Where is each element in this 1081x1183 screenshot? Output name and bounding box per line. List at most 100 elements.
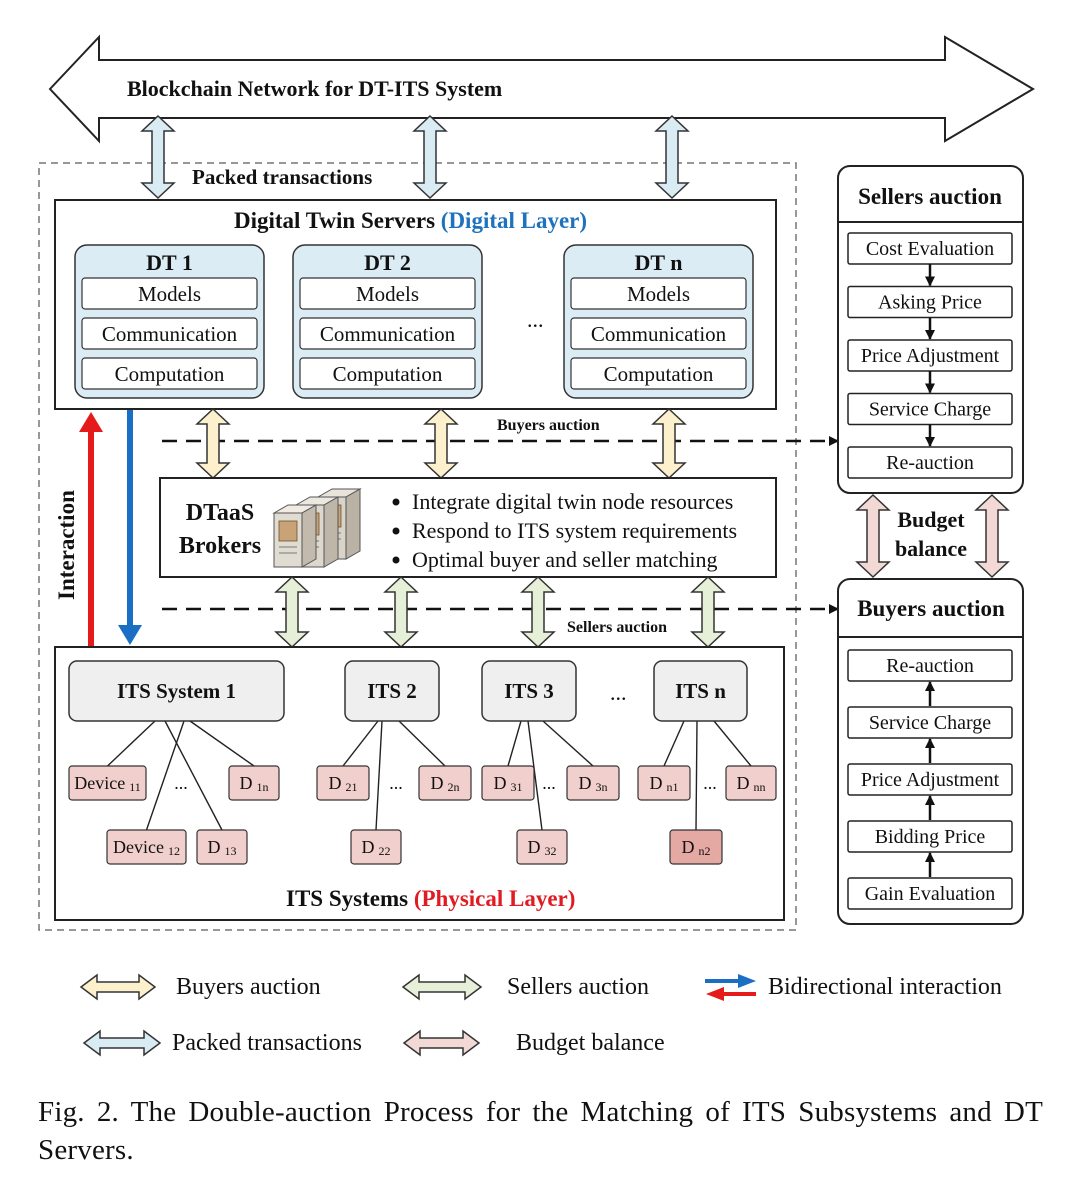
its-system-name: ITS 3: [504, 679, 554, 703]
buyers-panel-title: Buyers auction: [857, 596, 1005, 621]
its-device-link: [164, 720, 223, 831]
legend-packed-label: Packed transactions: [172, 1030, 362, 1056]
interaction-arrows: [79, 410, 142, 646]
digital-layer-label: (Digital Layer): [441, 208, 587, 233]
interaction-label: Interaction: [54, 490, 79, 600]
server-rack-icon: [272, 488, 362, 568]
legend-blue-arrowhead: [738, 974, 756, 988]
budget-balance-arrow: [855, 493, 891, 579]
its-device-link: [507, 720, 522, 767]
sellers-flow-label: Sellers auction: [567, 619, 667, 636]
sellers-auction-arrow: [383, 575, 419, 649]
dt-component-label: Models: [356, 282, 419, 306]
sellers-panel-title: Sellers auction: [858, 184, 1002, 209]
packed-transaction-arrow: [412, 114, 448, 200]
its-device-link: [189, 720, 255, 767]
budget-label-line2: balance: [895, 536, 967, 561]
dt-component-label: Models: [627, 282, 690, 306]
packed-transaction-arrow: [140, 114, 176, 200]
device-ellipsis: ...: [703, 773, 717, 793]
broker-bullet-text: Optimal buyer and seller matching: [412, 547, 717, 572]
auction-step-label: Re-auction: [886, 452, 974, 474]
its-device-link: [145, 720, 185, 831]
buyers-auction-arrow: [423, 407, 459, 480]
broker-box: [159, 477, 777, 578]
auction-step-label: Re-auction: [886, 655, 974, 677]
auction-step-label: Asking Price: [878, 292, 982, 314]
sellers-auction-arrow: [690, 575, 726, 649]
sellers-auction-arrows: [274, 575, 726, 649]
broker-bullet-text: Respond to ITS system requirements: [412, 518, 737, 543]
dt-component-label: Computation: [604, 362, 714, 386]
budget-balance-arrow: [974, 493, 1010, 579]
its-system-box: [653, 660, 748, 722]
dt-component-box: [81, 357, 258, 390]
dt-component-label: Computation: [115, 362, 225, 386]
buyers-auction-arrow: [195, 407, 231, 480]
auction-step-label: Service Charge: [869, 399, 991, 421]
legend-sellers-label: Sellers auction: [507, 974, 649, 1000]
dt-component-box: [570, 317, 747, 350]
its-device-link: [527, 720, 543, 831]
dt-component-label: Communication: [591, 322, 727, 346]
its-device-link: [663, 720, 685, 767]
device-ellipsis: ...: [174, 773, 188, 793]
broker-title-line2: Brokers: [179, 533, 261, 559]
buyers-flow-label: Buyers auction: [497, 417, 600, 434]
dt-component-box: [81, 317, 258, 350]
bullet-dot: [392, 527, 400, 535]
legend: Buyers auction Sellers auction Bidirecti…: [79, 973, 1002, 1057]
its-system-box: [344, 660, 440, 722]
auction-step-label: Cost Evaluation: [866, 238, 994, 260]
its-device-link: [107, 720, 156, 767]
legend-buyers-arrow: [79, 973, 157, 1001]
legend-bidirectional-label: Bidirectional interaction: [768, 974, 1002, 1000]
legend-sellers-arrow: [401, 973, 483, 1001]
budget-balance-arrows: [855, 493, 1010, 579]
packed-transaction-arrow: [654, 114, 690, 200]
its-device-link: [342, 720, 379, 767]
sellers-auction-arrow: [274, 575, 310, 649]
its-system-name: ITS System 1: [117, 679, 236, 703]
auction-step-box: [847, 877, 1013, 910]
legend-budget-arrow: [402, 1029, 481, 1057]
bullet-dot: [392, 498, 400, 506]
dt-component-label: Communication: [102, 322, 238, 346]
dt-node-name: DT 2: [364, 250, 411, 275]
system-boundary: [38, 162, 797, 931]
bullet-dot: [392, 556, 400, 564]
dt-component-box: [81, 277, 258, 310]
dt-node-name: DT n: [635, 250, 683, 275]
legend-red-arrowhead: [706, 987, 724, 1001]
its-device-link: [695, 720, 698, 831]
its-system-name: ITS 2: [367, 679, 417, 703]
packed-transaction-arrows: [140, 114, 690, 200]
its-system-name: ITS n: [675, 679, 726, 703]
dt-component-label: Communication: [320, 322, 456, 346]
